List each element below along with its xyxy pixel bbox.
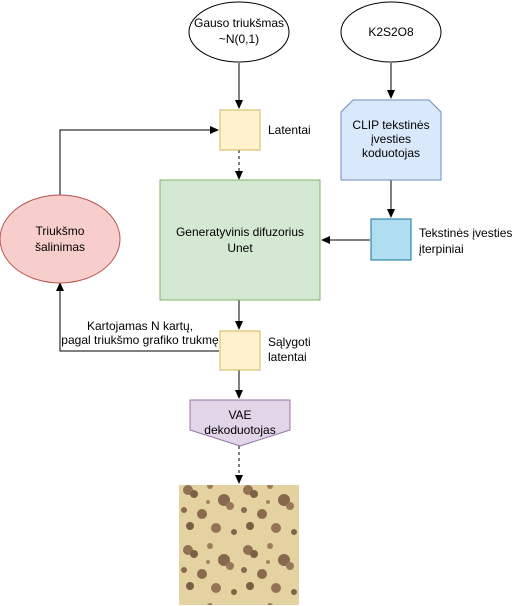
conditioned-latent-node: Sąlygoti latentai <box>219 330 311 371</box>
output-image <box>179 485 299 605</box>
text-embeddings-node: Tekstinės įvesties įterpiniai <box>370 218 512 261</box>
denoising-node: Triukšmo šalinimas <box>0 194 121 284</box>
gaussian-noise-node: Gauso triukšmas ~N(0,1) <box>188 1 290 63</box>
vae-line2: dekoduotojas <box>204 423 275 437</box>
prompt-label: K2S2O8 <box>368 25 414 39</box>
loop-note: Kartojamas N kartų, pagal triukšmo grafi… <box>61 319 219 347</box>
clip-line2: įvesties <box>371 132 411 146</box>
conditioned-line1: Sąlygoti <box>268 335 311 349</box>
embeddings-line1: Tekstinės įvesties <box>419 226 512 240</box>
unet-line1: Generatyvinis difuzorius <box>176 225 304 239</box>
vae-decoder-node: VAE dekoduotojas <box>189 399 291 447</box>
edges <box>56 63 395 484</box>
denoising-line2: šalinimas <box>35 240 85 254</box>
embeddings-line2: įterpiniai <box>419 242 464 256</box>
loop-note-line2: pagal triukšmo grafiko trukmę <box>61 333 219 347</box>
clip-encoder-node: CLIP tekstinės įvesties koduotojas <box>340 99 442 181</box>
edge-conditioned-to-denoise <box>56 282 219 352</box>
clip-line1: CLIP tekstinės <box>352 118 429 132</box>
latent-node: Latentai <box>219 109 311 151</box>
loop-note-line1: Kartojamas N kartų, <box>87 319 193 333</box>
gaussian-noise-line1: Gauso triukšmas <box>194 16 284 30</box>
unet-line2: Unet <box>227 241 253 255</box>
clip-line3: koduotojas <box>362 146 420 160</box>
unet-node: Generatyvinis difuzorius Unet <box>159 179 321 301</box>
denoising-line1: Triukšmo <box>36 224 85 238</box>
edge-denoise-to-latent <box>59 126 219 195</box>
latent-label: Latentai <box>268 123 311 137</box>
gaussian-noise-line2: ~N(0,1) <box>219 32 259 46</box>
prompt-node: K2S2O8 <box>340 1 442 63</box>
conditioned-line2: latentai <box>268 350 307 364</box>
vae-line1: VAE <box>228 408 251 422</box>
